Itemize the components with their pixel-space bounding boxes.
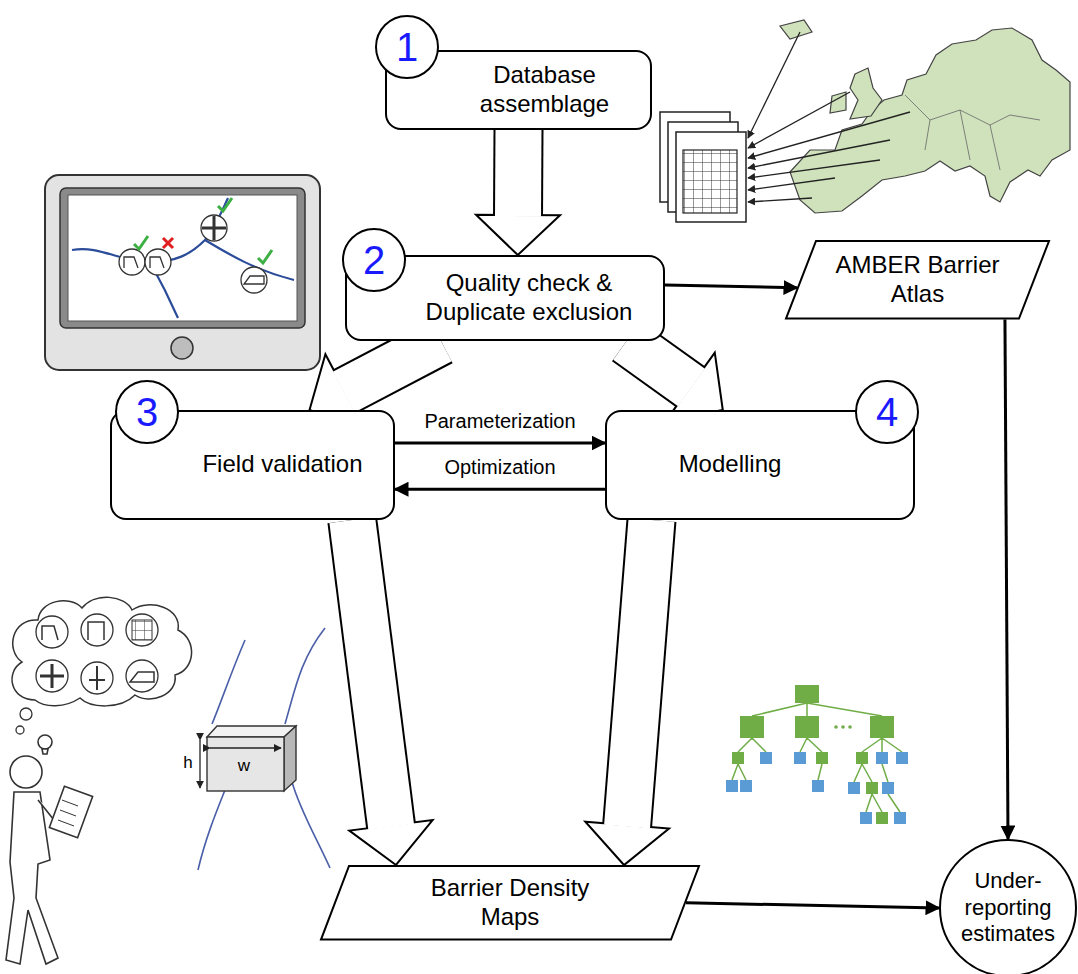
source-arrows bbox=[748, 32, 910, 202]
edge-label: Parameterization bbox=[421, 410, 578, 433]
node-label: Modelling bbox=[679, 450, 782, 479]
connector-arrow bbox=[1005, 320, 1008, 839]
computer-monitor bbox=[45, 175, 320, 370]
dimension-label: w bbox=[238, 756, 250, 776]
arrow-fill bbox=[495, 130, 541, 217]
step-number-bubble: 3 bbox=[115, 380, 179, 444]
step-number: 1 bbox=[396, 27, 418, 67]
node-label: Barrier Density Maps bbox=[410, 874, 610, 932]
iceland bbox=[780, 20, 812, 39]
edge-label: Optimization bbox=[441, 456, 558, 479]
step-number-bubble: 4 bbox=[855, 380, 919, 444]
step-box: 2Quality check & Duplicate exclusion bbox=[345, 255, 665, 341]
step-box: 1Database assemblage bbox=[385, 50, 652, 130]
output-parallelogram: Barrier Density Maps bbox=[320, 865, 700, 941]
arrow-fill bbox=[352, 520, 391, 827]
node-label: Quality check & Duplicate exclusion bbox=[409, 269, 649, 327]
connector-arrow bbox=[395, 489, 605, 490]
stream-barrier-sketch bbox=[198, 628, 330, 870]
flow-arrow bbox=[627, 341, 723, 421]
connector-line bbox=[665, 285, 797, 288]
output-parallelogram: AMBER Barrier Atlas bbox=[785, 240, 1050, 320]
step-number-bubble: 2 bbox=[342, 228, 406, 292]
node-label: Field validation bbox=[202, 450, 362, 479]
europe-map bbox=[780, 20, 1070, 213]
great-britain bbox=[850, 68, 882, 119]
connector-line bbox=[395, 488, 605, 491]
step-number-bubble: 1 bbox=[375, 15, 439, 79]
node-label: Under-reporting estimates bbox=[952, 868, 1064, 947]
continent bbox=[790, 28, 1070, 213]
parallelogram-outline bbox=[321, 866, 699, 940]
connector-line bbox=[395, 442, 605, 445]
step-number: 2 bbox=[363, 240, 385, 280]
document-stack bbox=[660, 112, 746, 222]
connector-arrow bbox=[665, 285, 797, 288]
connector-line bbox=[686, 903, 939, 908]
connector-arrow bbox=[686, 903, 939, 908]
step-box: 3Field validation bbox=[110, 410, 395, 520]
node-body: Barrier Density Maps bbox=[320, 865, 700, 941]
arrow-head bbox=[476, 215, 560, 255]
flow-arrow bbox=[585, 520, 669, 865]
node-body: Under-reporting estimates bbox=[939, 839, 1077, 974]
node-label: AMBER Barrier Atlas bbox=[823, 251, 1013, 309]
node-body: AMBER Barrier Atlas bbox=[785, 240, 1050, 320]
flow-arrow bbox=[476, 130, 560, 255]
connector-line bbox=[1005, 320, 1008, 839]
decision-tree-icon bbox=[726, 685, 908, 824]
step-number: 4 bbox=[876, 392, 898, 432]
arrow-fill bbox=[627, 341, 692, 388]
thought-cloud bbox=[12, 597, 192, 734]
arrow-fill bbox=[344, 341, 441, 392]
borders bbox=[905, 95, 1040, 170]
step-number: 3 bbox=[136, 392, 158, 432]
result-circle: Under-reporting estimates bbox=[939, 839, 1077, 974]
surveyor-figure bbox=[6, 735, 93, 964]
dimension-label: h bbox=[183, 753, 192, 773]
flow-arrow bbox=[349, 520, 432, 865]
step-box: 4Modelling bbox=[605, 410, 915, 520]
connector-arrow bbox=[395, 443, 605, 444]
node-label: Database assemblage bbox=[450, 61, 640, 119]
arrow-fill bbox=[627, 520, 651, 827]
circle-outline bbox=[940, 840, 1076, 974]
arrow-head bbox=[585, 822, 669, 865]
parallelogram-outline bbox=[786, 241, 1049, 319]
